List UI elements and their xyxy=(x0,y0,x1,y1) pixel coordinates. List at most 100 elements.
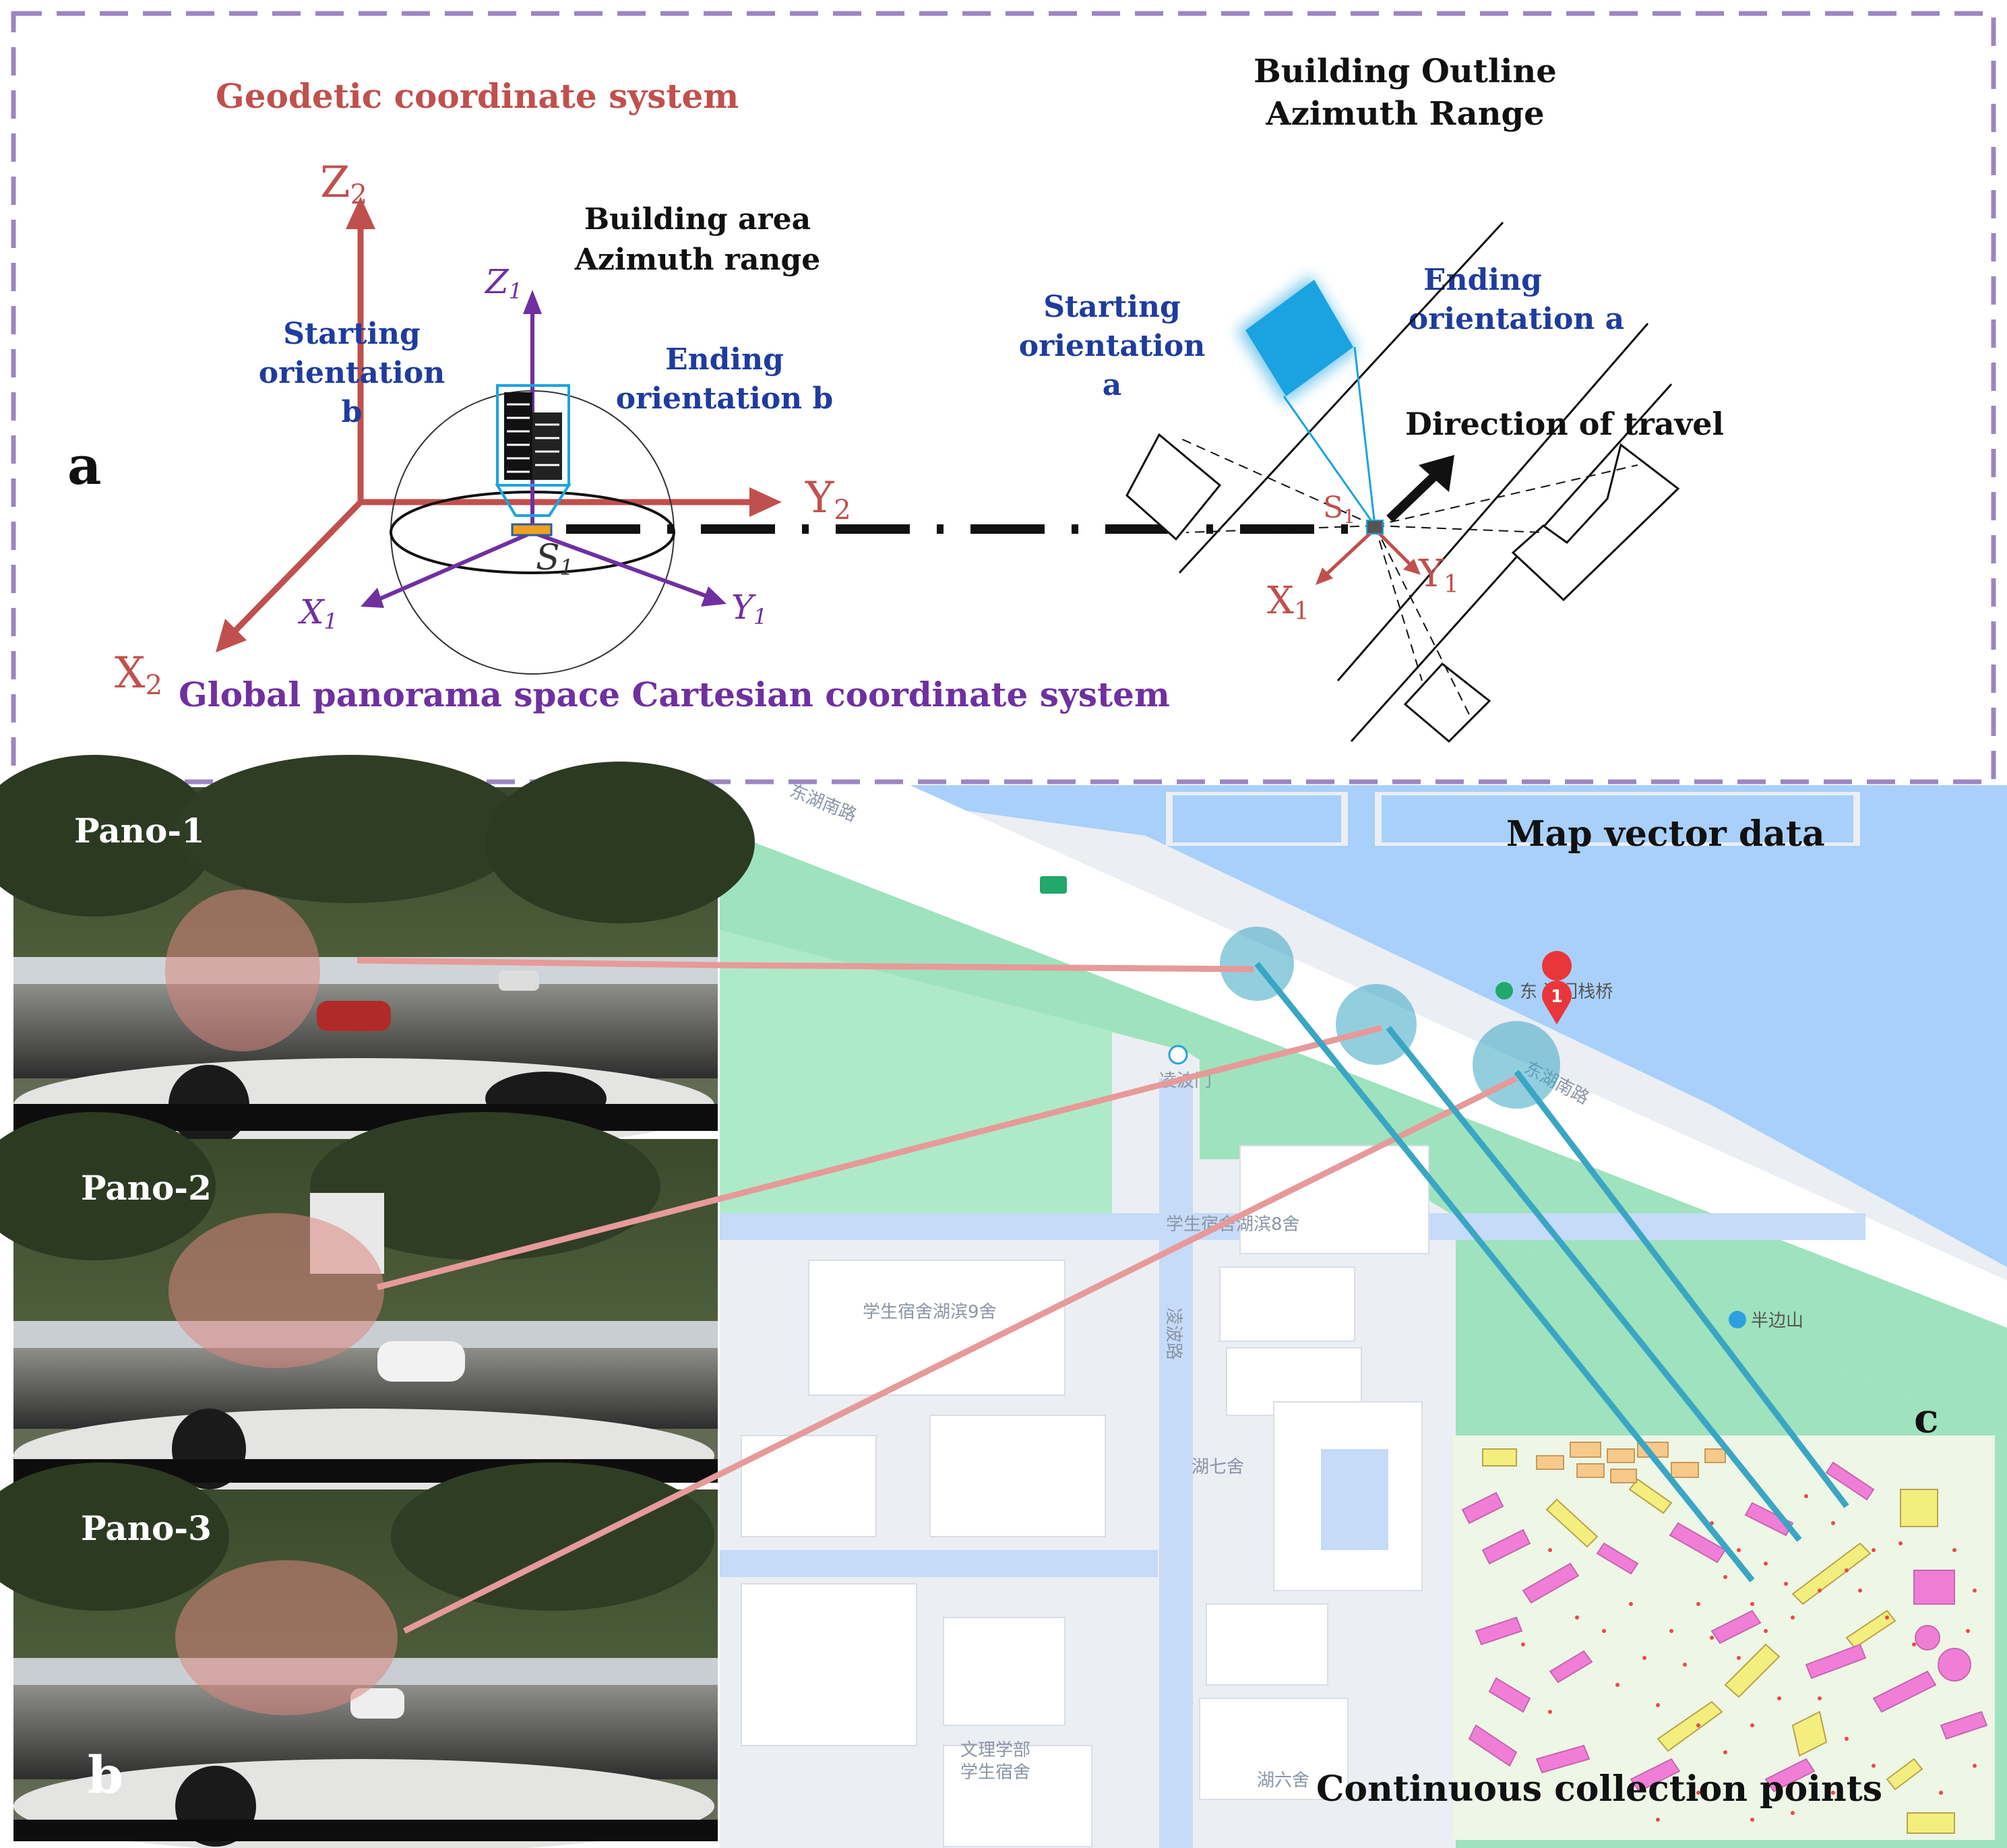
end-b-line1: Ending xyxy=(665,342,784,377)
map-building-courtyard xyxy=(1321,1449,1388,1550)
panel-a-letter: a xyxy=(67,435,102,497)
collection-point-2 xyxy=(1336,984,1417,1065)
start-a-line2: orientation xyxy=(1019,329,1205,363)
link-pano-2 xyxy=(376,1024,1383,1291)
bus-station-icon xyxy=(1168,1045,1188,1065)
x2-axis xyxy=(230,499,363,636)
map-title: Map vector data xyxy=(1506,813,1825,855)
y1-axis xyxy=(531,530,709,598)
lake-block-cells xyxy=(1173,795,1853,842)
z2-label: Z2 xyxy=(320,158,367,210)
travel-arrow xyxy=(1386,468,1442,523)
start-a-line3: a xyxy=(1103,368,1122,402)
y1r-label: Y1 xyxy=(1418,552,1459,598)
map-dorm-d: 湖六舍 xyxy=(1257,1770,1309,1791)
start-b-line1: Starting xyxy=(283,317,421,351)
start-b-line2: orientation xyxy=(259,356,445,390)
pano-1-label: Pano-1 xyxy=(74,811,205,851)
panel-c: 东湖南路 东 波门栈桥 凌波门 学生宿舍湖滨8舍 学生宿舍湖滨9舍 凌波路 东湖… xyxy=(720,781,2007,1848)
y1-label: Y1 xyxy=(731,588,767,629)
y1r-arrowhead xyxy=(1403,559,1421,575)
highlighted-building-shape xyxy=(1245,280,1353,396)
x1r-arrowhead xyxy=(1316,567,1333,585)
outline-buildings xyxy=(1125,433,1680,743)
y2-arrowhead xyxy=(749,487,782,517)
x2-arrowhead xyxy=(216,619,247,652)
z1-arrowhead xyxy=(523,290,542,314)
sight-lines xyxy=(1179,437,1638,715)
camera-s1 xyxy=(511,523,553,536)
hill-icon xyxy=(1729,1311,1746,1328)
travel-arrowhead xyxy=(1419,455,1454,492)
map-marker: 1 xyxy=(1542,951,1572,1024)
pano-3-label: Pano-3 xyxy=(81,1508,212,1548)
pano-1-image xyxy=(0,755,755,1152)
inset-buildings-orange xyxy=(1536,1442,1726,1483)
pano-3-image xyxy=(0,1462,718,1848)
y1-arrowhead xyxy=(701,586,727,607)
building-area-line1: Building area xyxy=(584,202,811,237)
link-lines xyxy=(357,957,1849,1634)
z1-label: Z1 xyxy=(484,262,522,304)
map-road-side: 凌波路 xyxy=(1163,1307,1183,1360)
x2-label: X2 xyxy=(115,648,162,701)
lake-water xyxy=(782,785,2007,1267)
outline-title-line2: Azimuth Range xyxy=(1265,95,1544,133)
inset-map xyxy=(1452,1436,1995,1840)
bridge-icon xyxy=(1495,982,1513,999)
building-area-line2: Azimuth range xyxy=(574,243,820,277)
teal-link-1 xyxy=(1254,962,1755,1582)
x1r-label: X1 xyxy=(1267,579,1309,625)
outline-title-line1: Building Outline xyxy=(1254,53,1557,90)
end-b-line2: orientation b xyxy=(616,381,834,416)
green-park-left xyxy=(720,930,1112,1213)
geodetic-title: Geodetic coordinate system xyxy=(216,76,739,116)
inset-caption: Continuous collection points xyxy=(1316,1768,1882,1810)
teal-link-3 xyxy=(1514,1070,1849,1508)
inset-buildings-yellow xyxy=(1482,1448,1955,1834)
road-lines xyxy=(1178,221,1673,743)
pano-2-label: Pano-2 xyxy=(81,1168,212,1208)
map-labels: 东湖南路 东 波门栈桥 凌波门 学生宿舍湖滨8舍 学生宿舍湖滨9舍 凌波路 东湖… xyxy=(786,781,1803,1791)
x1-label: X1 xyxy=(297,592,338,634)
camera-s1r xyxy=(1366,520,1384,534)
link-pano-3 xyxy=(402,1075,1518,1634)
map-dorm-b: 学生宿舍湖滨9舍 xyxy=(863,1302,997,1322)
y1r-axis xyxy=(1373,528,1413,567)
panel-b: Pano-1 Pano-2 Pano-3 b xyxy=(0,755,755,1848)
start-a-line1: Starting xyxy=(1043,290,1181,324)
map-school: 文理学部 xyxy=(960,1740,1030,1760)
map-marker-number: 1 xyxy=(1551,987,1563,1007)
panel-a-frame xyxy=(11,11,1996,784)
end-a-line2: orientation a xyxy=(1409,302,1624,336)
inset-buildings-pink xyxy=(1461,1461,1988,1793)
start-b-line3: b xyxy=(342,395,363,429)
x1-arrowhead xyxy=(361,588,384,608)
building-icon xyxy=(504,392,562,480)
y2-label: Y2 xyxy=(805,473,851,526)
x1-axis xyxy=(376,530,534,602)
building-left xyxy=(1125,433,1222,541)
map-school2: 学生宿舍 xyxy=(960,1762,1030,1783)
s1-label: S1 xyxy=(536,538,574,580)
panorama-sphere xyxy=(361,290,727,675)
z2-arrowhead xyxy=(346,197,375,229)
link-pano-1 xyxy=(357,957,1254,973)
x1r-axis xyxy=(1323,528,1376,578)
map-dorm-c: 湖七舍 xyxy=(1192,1457,1244,1477)
panel-a: a Geodetic coordinate system Z2 Y2 X2 xyxy=(11,11,1996,784)
green-belt xyxy=(720,829,2007,1436)
highlighted-building xyxy=(1237,275,1376,526)
global-title: Global panorama space Cartesian coordina… xyxy=(179,675,1170,714)
end-a-line1: Ending xyxy=(1423,263,1542,297)
panel-b-letter: b xyxy=(88,1745,123,1805)
bus-stop-icon xyxy=(1040,876,1067,894)
panel-c-letter: c xyxy=(1914,1395,1939,1442)
map-hill: 半边山 xyxy=(1751,1311,1803,1331)
view-frustum xyxy=(495,484,572,517)
direction-label: Direction of travel xyxy=(1405,406,1724,442)
building-bottom xyxy=(1403,662,1491,743)
pano-2-image xyxy=(0,1112,718,1503)
s1r-label: S1 xyxy=(1323,491,1355,528)
